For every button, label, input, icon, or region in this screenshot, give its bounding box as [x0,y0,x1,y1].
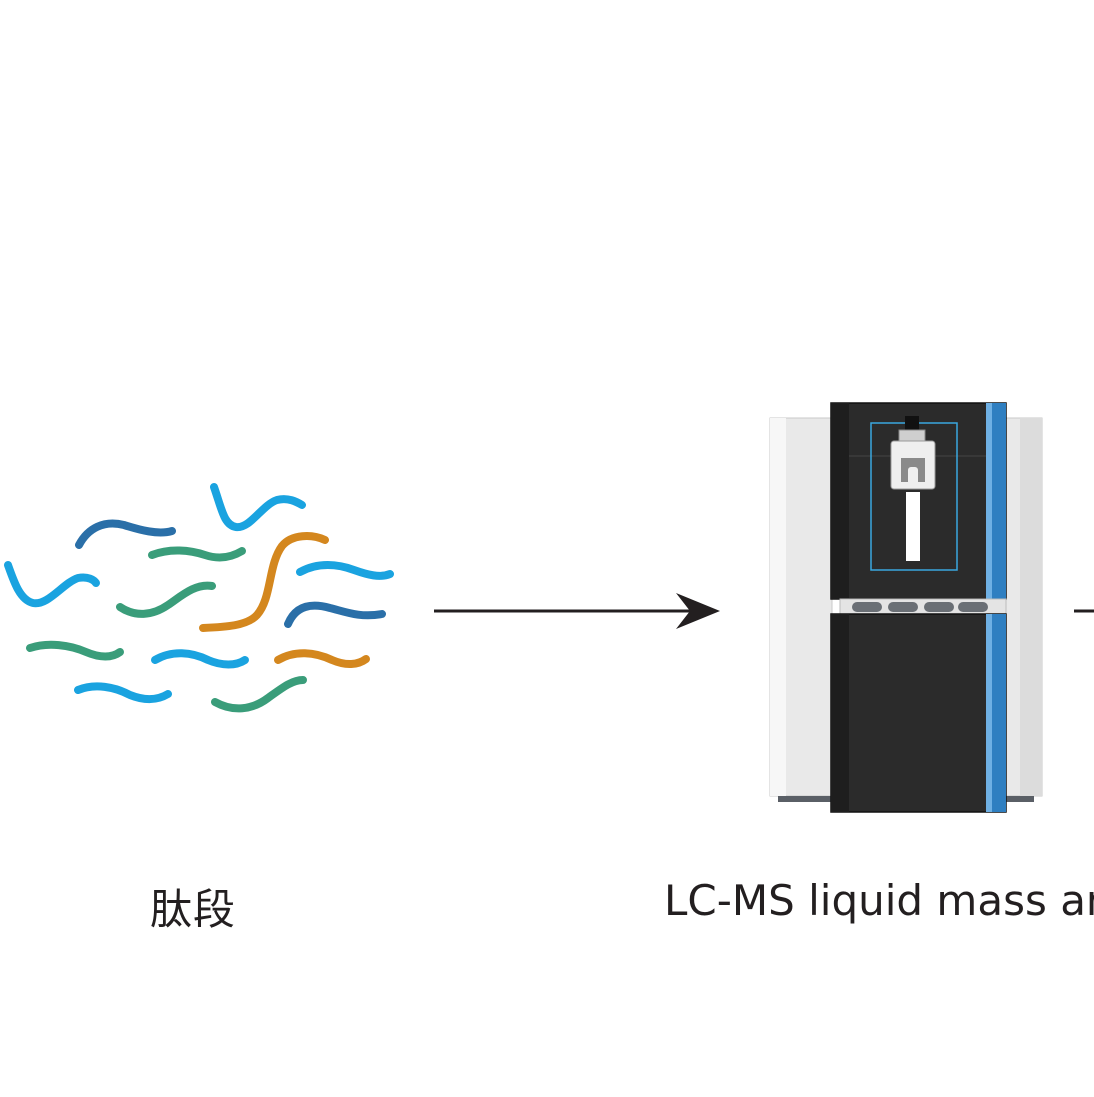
peptide-strand [74,682,172,703]
instrument-button [888,602,918,612]
peptide-strand [75,519,176,549]
instrument-button [958,602,988,612]
peptide-strand [274,649,370,668]
lc-ms-instrument-icon [769,402,1043,813]
peptide-strand [199,532,329,632]
instrument-button [924,602,954,612]
right-arrow-icon [434,593,720,629]
peptide-strand [148,546,246,562]
peptide-strand [26,640,124,661]
sample-column [906,492,920,561]
instrument-button [852,602,882,612]
peptide-strand [211,676,307,713]
peptide-strands-icon [4,483,394,713]
peptide-strand [296,561,394,580]
lc-ms-label: LC-MS liquid mass ana [664,876,1094,925]
peptide-strand [4,561,100,608]
instrument-lower-body [830,613,1007,813]
peptides-label: 肽段 [150,885,237,934]
peptide-strand [151,649,249,669]
peptide-strand [210,483,306,531]
peptide-strand [116,581,216,618]
peptide-strand [284,601,386,628]
